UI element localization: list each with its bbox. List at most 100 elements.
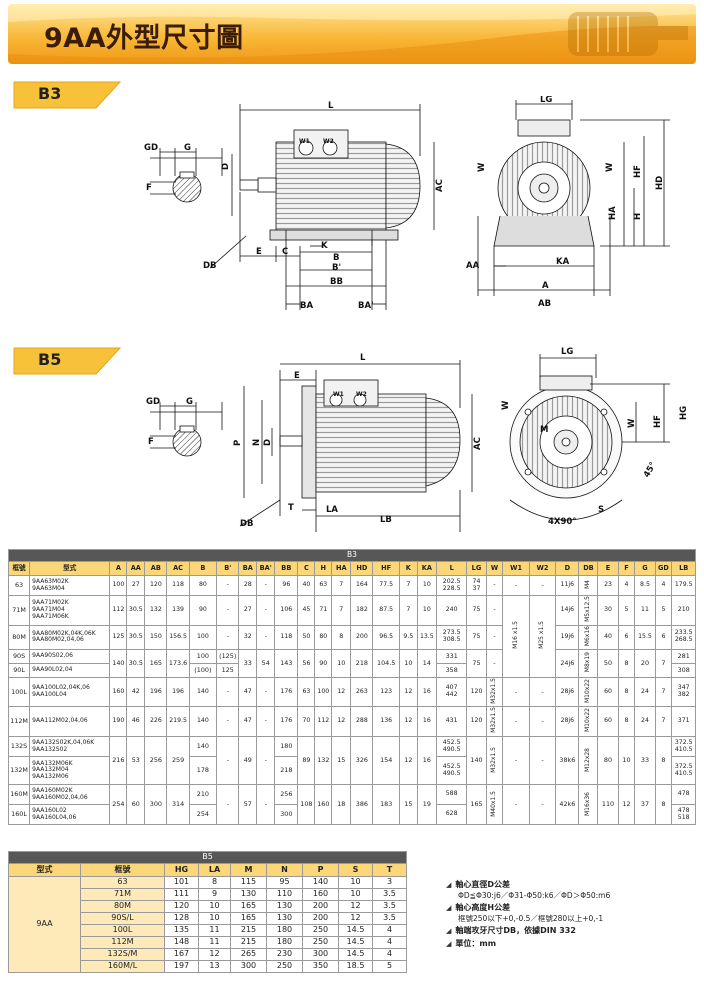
type-cell: 9AA: [8, 876, 81, 973]
table-cell: 14: [416, 648, 437, 678]
column-header: 框號: [7, 561, 31, 576]
table-cell: 154: [372, 736, 400, 786]
table-cell: 120: [144, 575, 168, 596]
column-header: L: [435, 561, 468, 576]
column-header: BB: [274, 561, 299, 576]
table-cell: 160: [109, 676, 128, 708]
dim-label: KA: [556, 257, 570, 267]
table-cell: 12: [398, 706, 418, 738]
section-tag-b5: B5: [12, 346, 122, 376]
table-cell: 63: [314, 575, 333, 596]
table-cell: 4: [654, 575, 673, 596]
table-cell: 160L: [7, 804, 31, 826]
table-cell: 588: [435, 784, 468, 806]
table-cell: 12: [617, 784, 636, 826]
b3-dimension-drawing: L LG GD G F D W1 W2 AC W W HF HD HA H DB…: [144, 96, 670, 311]
table-cell: 75: [466, 624, 487, 650]
table-cell: M16 x1.5: [502, 595, 530, 678]
table-cell: 90S: [7, 648, 31, 664]
table-cell: 108: [297, 784, 316, 826]
b3-dimension-table: B3 框號 型式 A AA AB AC B B' BA BA' BB C H H…: [7, 549, 696, 826]
table-cell: 300: [230, 960, 267, 973]
table-cell: 3: [371, 876, 408, 889]
table-cell: 112: [109, 595, 128, 626]
dim-label: N: [252, 439, 262, 446]
table-cell: 190: [109, 706, 128, 738]
title-banner: 9AA外型尺寸圖: [8, 4, 696, 64]
table-cell: 7: [331, 575, 352, 596]
table-cell: -: [485, 575, 504, 596]
dim-label: AC: [473, 437, 483, 450]
table-cell: 132: [314, 736, 333, 786]
frame-cell: 160M/L: [80, 960, 165, 973]
table-cell: -: [216, 736, 240, 786]
table-cell: 30.5: [126, 595, 146, 626]
b5-labels: L LG E GD G F P N D W1 W2 AC W W HF HG M…: [146, 347, 689, 529]
table-cell: 16: [416, 676, 437, 708]
table-cell: 331: [435, 648, 468, 664]
table-cell: 6: [617, 624, 636, 650]
dim-label: L: [328, 101, 334, 111]
section-label: B3: [38, 84, 62, 103]
table-cell: 100: [314, 676, 333, 708]
table-cell: 9: [198, 888, 231, 901]
table-cell: 80: [597, 736, 619, 786]
table-cell: -: [216, 624, 240, 650]
frame-cell: 63: [80, 876, 165, 889]
table-section-title: B3: [8, 549, 696, 562]
banner-swoosh: [8, 4, 696, 64]
frame-cell: 112M: [80, 936, 165, 949]
table-cell: 216: [109, 736, 128, 786]
table-cell: 23: [597, 575, 619, 596]
table-cell: 38k6: [555, 736, 580, 786]
table-cell: -: [528, 736, 557, 786]
table-cell: 300: [274, 804, 299, 826]
table-cell: 30.5: [126, 648, 146, 678]
dim-label: LG: [561, 347, 573, 357]
table-cell: -: [216, 784, 240, 826]
table-cell: 95: [266, 876, 303, 889]
table-cell: -: [216, 595, 240, 626]
table-cell: 104.5: [372, 648, 400, 678]
table-cell: 6: [654, 624, 673, 650]
table-cell: 16: [416, 736, 437, 786]
dim-label: W2: [356, 391, 367, 398]
banner-motor-icon: [568, 12, 688, 56]
column-header: K: [398, 561, 418, 576]
column-header: W2: [528, 561, 557, 576]
dim-label: B: [333, 253, 339, 263]
table-cell: 100L: [7, 676, 31, 708]
table-cell: 115: [230, 876, 267, 889]
table-cell: 165: [144, 648, 168, 678]
table-cell: 7: [398, 575, 418, 596]
column-header: 型式: [29, 561, 111, 576]
table-cell: 32: [238, 624, 258, 650]
table-cell: 8: [617, 648, 636, 678]
table-cell: M12x28: [578, 736, 599, 786]
note-item: 軸心高度H公差 框號250以下+0,-0.5／框號280以上+0,-1: [446, 903, 696, 924]
table-cell: 14.5: [338, 936, 373, 949]
table-cell: 140: [188, 706, 218, 738]
table-cell: 4: [371, 936, 408, 949]
table-cell: 18: [331, 784, 352, 826]
table-cell: 350: [302, 960, 339, 973]
table-cell: 156.5: [166, 624, 190, 650]
column-header: AB: [144, 561, 168, 576]
dim-label: W: [501, 400, 511, 410]
table-cell: 165: [230, 912, 267, 925]
table-cell: 63: [297, 676, 316, 708]
table-cell: -: [485, 624, 504, 650]
table-cell: 57: [238, 784, 258, 826]
column-header: HG: [164, 863, 199, 877]
dim-label: E: [256, 247, 262, 257]
dim-label: W1: [333, 391, 344, 398]
table-cell: 28j6: [555, 676, 580, 708]
table-cell: 176: [274, 676, 299, 708]
